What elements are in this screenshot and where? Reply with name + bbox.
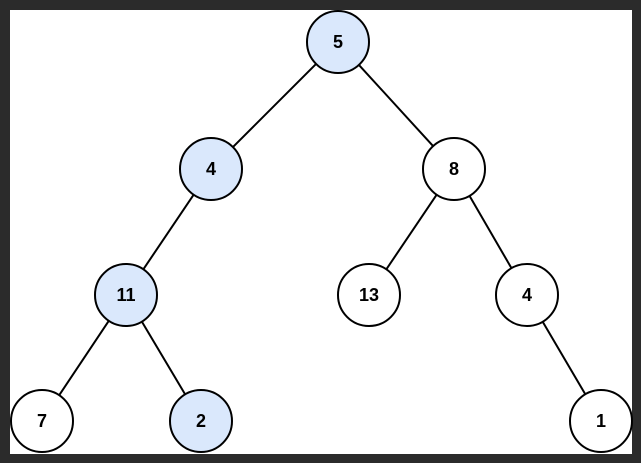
node-circle (337, 263, 401, 327)
tree-node-n7: 7 (10, 389, 74, 453)
edges-layer (58, 63, 587, 396)
tree-node-n4b: 4 (495, 263, 559, 327)
diagram-panel (10, 10, 632, 454)
tree-edge-n8-n4b (468, 195, 513, 269)
tree-edge-n8-n13 (385, 194, 438, 270)
tree-edge-n5-n4 (232, 63, 317, 148)
node-label: 2 (196, 411, 206, 431)
tree-node-n1: 1 (569, 389, 633, 453)
tree-node-n4: 4 (179, 137, 243, 201)
tree-node-n11: 11 (94, 263, 158, 327)
node-label: 1 (596, 411, 606, 431)
node-label: 13 (359, 285, 379, 305)
node-circle (306, 10, 370, 74)
node-label: 7 (37, 411, 47, 431)
tree-edge-n4b-n1 (541, 321, 587, 395)
tree-edge-n11-n7 (58, 320, 110, 396)
node-circle (179, 137, 243, 201)
node-label: 8 (449, 159, 459, 179)
node-circle (495, 263, 559, 327)
nodes-layer: 5 4 8 11 13 4 7 2 1 (10, 10, 633, 453)
tree-edge-n11-n2 (140, 321, 187, 395)
node-label: 5 (333, 32, 343, 52)
tree-node-n5: 5 (306, 10, 370, 74)
node-label: 4 (522, 285, 532, 305)
tree-edge-n4-n11 (142, 194, 195, 270)
node-circle (169, 389, 233, 453)
node-label: 4 (206, 159, 216, 179)
tree-node-n8: 8 (422, 137, 486, 201)
tree-node-n13: 13 (337, 263, 401, 327)
node-circle (569, 389, 633, 453)
node-label: 11 (116, 285, 135, 305)
tree-node-n2: 2 (169, 389, 233, 453)
node-circle (422, 137, 486, 201)
node-circle (94, 263, 158, 327)
tree-edge-n5-n8 (358, 64, 434, 147)
node-circle (10, 389, 74, 453)
